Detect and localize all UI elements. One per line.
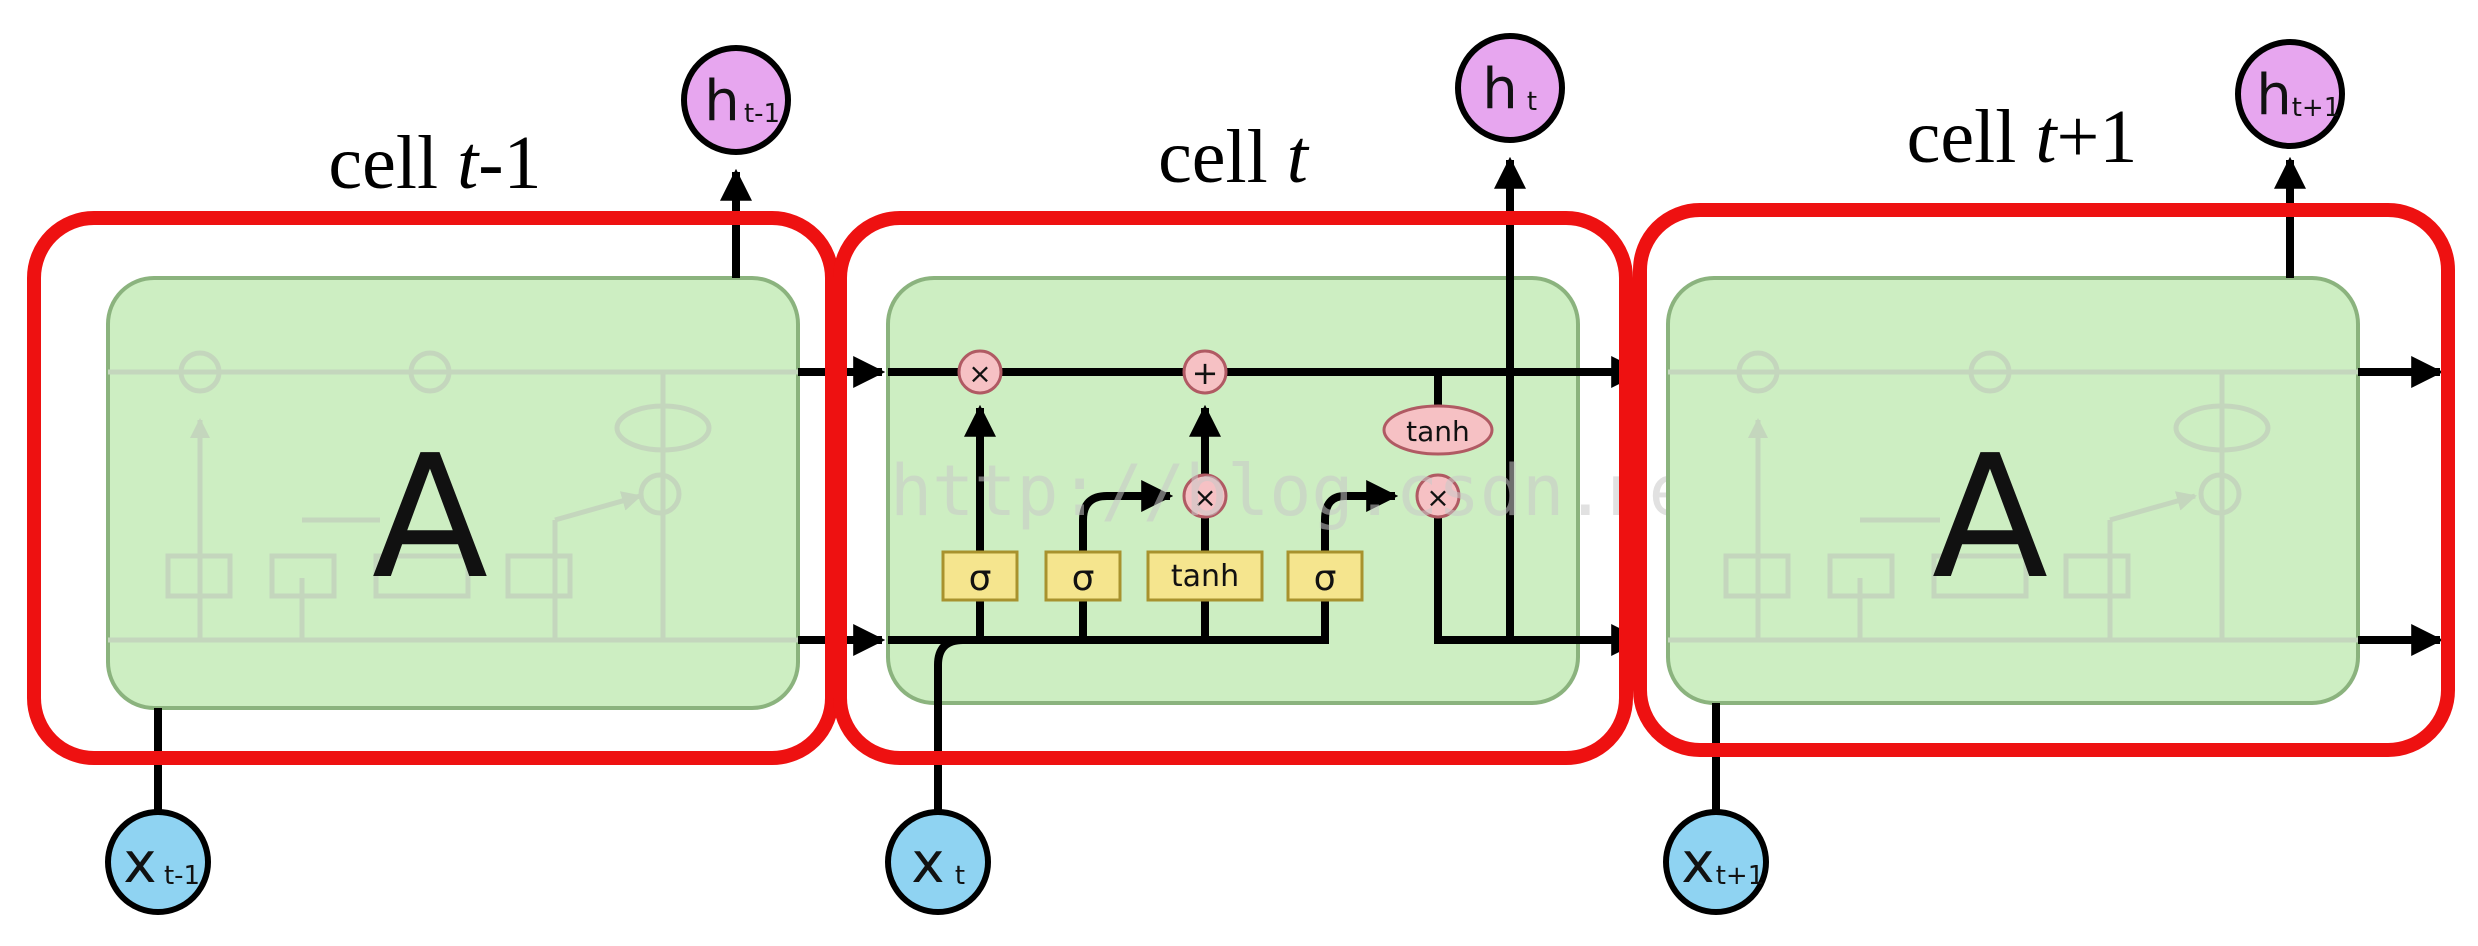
input-gate-path	[1079, 480, 1174, 640]
input-node-next-main: x	[1681, 831, 1714, 896]
input-multiply-label: ×	[1193, 481, 1216, 514]
input-node-curr: x t	[885, 809, 991, 915]
output-node-next: h t+1	[2235, 39, 2345, 149]
output-node-prev-main: h	[704, 69, 740, 134]
input-node-prev-main: x	[123, 831, 156, 896]
cell-next-title: cell t+1	[1907, 95, 2138, 179]
highlight-box-curr	[833, 211, 1633, 765]
cell-next-block-label: A	[1932, 419, 2048, 617]
cell-prev-title: cell t-1	[328, 121, 541, 205]
output-node-curr-main: h	[1482, 57, 1518, 122]
output-node-prev-sub: t-1	[744, 99, 780, 129]
output-node-next-main: h	[2256, 63, 2292, 128]
cell-curr: σ σ tanh σ × + × ×	[886, 156, 1644, 818]
cell-next: A	[1666, 156, 2444, 818]
input-node-prev: x t-1	[105, 809, 211, 915]
cell-prev: A	[106, 168, 800, 818]
input-gate: σ	[1044, 550, 1122, 602]
candidate-gate: tanh	[1146, 550, 1264, 602]
add-op-label: +	[1192, 354, 1219, 392]
input-node-next-sub: t+1	[1716, 861, 1765, 891]
input-gate-label: σ	[1072, 558, 1095, 599]
output-gate: σ	[1286, 550, 1364, 602]
output-gate-label: σ	[1314, 558, 1337, 599]
cell-tanh-op: tanh	[1382, 404, 1494, 456]
output-node-curr: h t	[1455, 33, 1565, 143]
cell-prev-block-label: A	[372, 419, 488, 617]
highlight-box-prev	[27, 211, 839, 765]
cell-curr-title: cell t	[1158, 115, 1310, 199]
forget-multiply-label: ×	[968, 357, 991, 390]
candidate-gate-label: tanh	[1171, 559, 1239, 594]
input-node-curr-main: x	[911, 831, 944, 896]
output-node-prev: h t-1	[681, 45, 791, 155]
forget-gate: σ	[941, 550, 1019, 602]
cell-tanh-label: tanh	[1406, 415, 1470, 448]
output-node-next-sub: t+1	[2292, 93, 2341, 123]
add-op: +	[1182, 349, 1228, 395]
forget-multiply-op: ×	[957, 349, 1003, 395]
input-node-curr-sub: t	[955, 861, 965, 891]
input-node-prev-sub: t-1	[164, 861, 200, 891]
forget-gate-label: σ	[969, 558, 992, 599]
cell-prev-block	[106, 276, 800, 710]
output-multiply-op: ×	[1415, 473, 1461, 519]
output-multiply-label: ×	[1426, 481, 1449, 514]
cell-prev-faded-internals	[108, 350, 798, 643]
hidden-state-line-out	[1434, 478, 1644, 656]
highlight-box-next	[1633, 203, 2455, 757]
input-node-next: x t+1	[1663, 809, 1769, 915]
output-gate-path	[934, 480, 1399, 818]
output-node-curr-sub: t	[1527, 87, 1537, 117]
cell-next-faded-internals	[1668, 350, 2358, 643]
input-multiply-op: ×	[1182, 473, 1228, 519]
